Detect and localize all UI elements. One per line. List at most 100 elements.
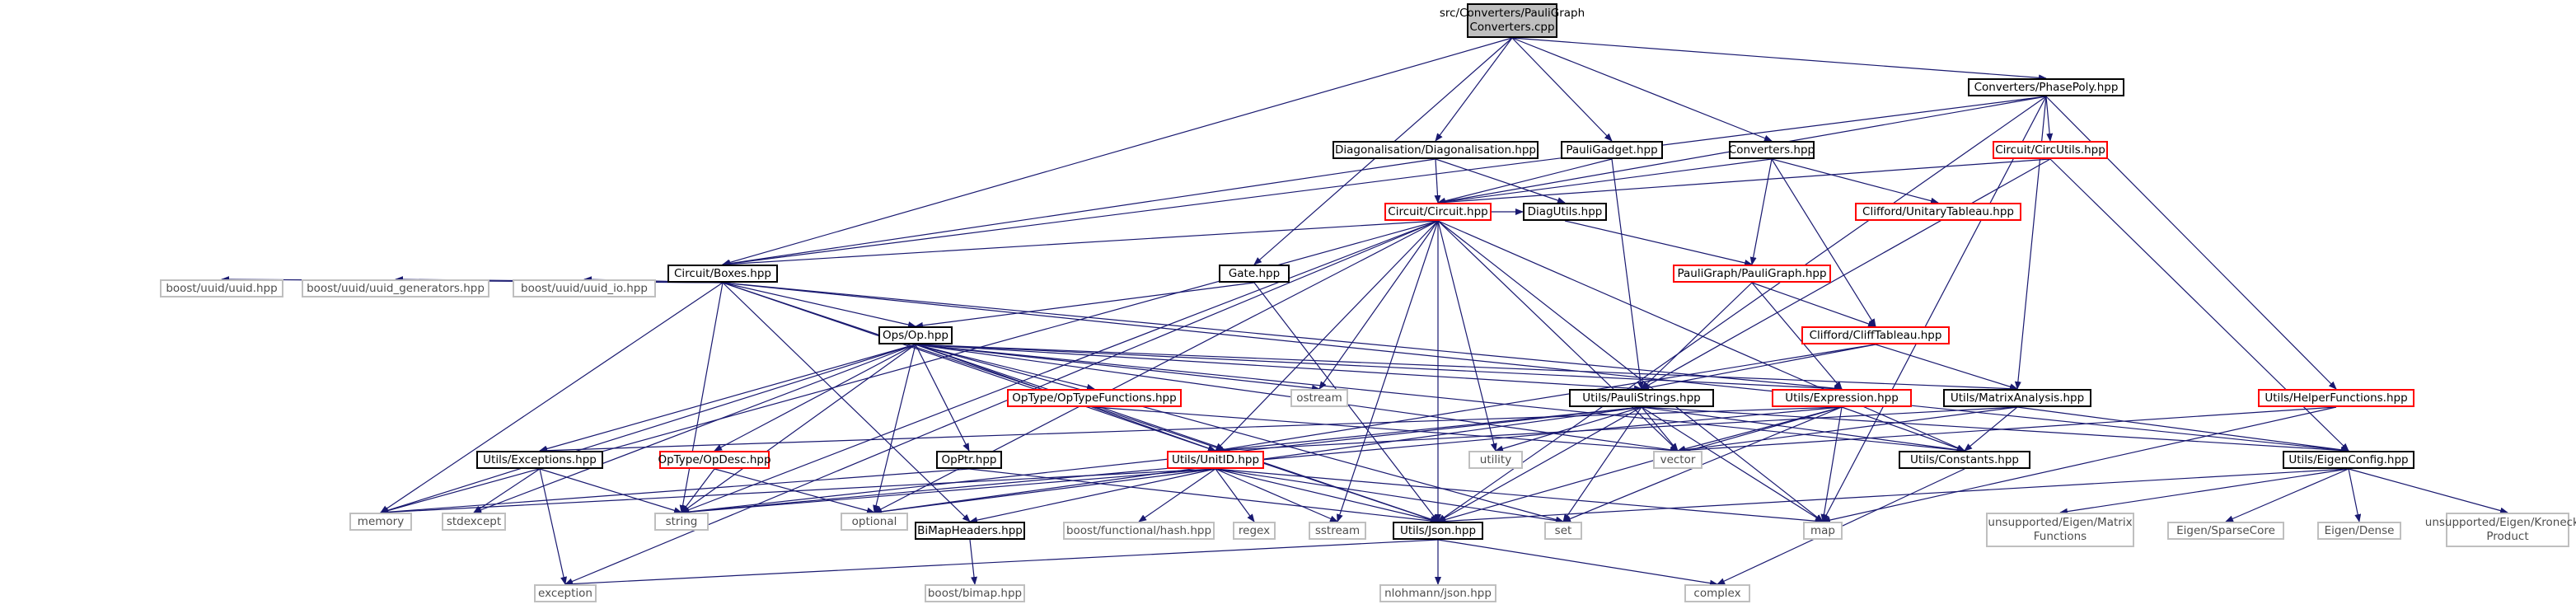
edge-boxes-to-expression: [722, 282, 1843, 392]
edge-converters-to-unitarytableau: [1771, 158, 1939, 204]
edge-circuit-to-exception: [564, 220, 1439, 585]
node-utility: utility: [1468, 451, 1523, 469]
node-boxes[interactable]: Circuit/Boxes.hpp: [667, 265, 778, 283]
node-label: vector: [1660, 452, 1696, 466]
edge-exceptions-to-string: [539, 468, 682, 514]
node-label: PauliGadget.hpp: [1566, 143, 1658, 157]
node-paulistrings[interactable]: Utils/PauliStrings.hpp: [1569, 389, 1714, 407]
node-label: Product: [2486, 530, 2529, 543]
edge-op-to-string: [681, 344, 916, 513]
edge-eigenconfig-to-dense: [2348, 468, 2362, 522]
node-label: Gate.hpp: [1228, 266, 1281, 280]
node-label: Clifford/CliffTableau.hpp: [1809, 328, 1942, 342]
edge-expression-to-constants: [1841, 406, 1965, 452]
edge-diagonalisation-to-diagutils: [1435, 158, 1566, 204]
edge-optypefunctions-to-vector: [1094, 406, 1679, 454]
node-op[interactable]: Ops/Op.hpp: [878, 326, 953, 344]
node-unitarytableau[interactable]: Clifford/UnitaryTableau.hpp: [1855, 203, 2021, 221]
edge-unitid-to-string: [681, 468, 1216, 516]
node-clifftableau[interactable]: Clifford/CliffTableau.hpp: [1801, 326, 1950, 344]
edge-unitid-to-regex: [1215, 468, 1255, 522]
node-json[interactable]: Utils/Json.hpp: [1393, 522, 1483, 540]
node-opptr[interactable]: OpPtr.hpp: [936, 451, 1002, 469]
edge-boxes-to-eigenconfig: [722, 282, 2349, 454]
node-label: PauliGraph/PauliGraph.hpp: [1677, 266, 1827, 280]
edge-expression-to-map: [1820, 406, 1843, 522]
node-converters[interactable]: Converters.hpp: [1729, 141, 1815, 159]
edge-op-to-opptr: [915, 344, 970, 452]
edge-json-to-complex: [1437, 539, 1718, 587]
node-label: utility: [1479, 452, 1512, 466]
node-opdesc[interactable]: OpType/OpDesc.hpp: [658, 451, 771, 469]
edge-bimapheaders-to-bimap: [969, 539, 977, 585]
node-label: Utils/Constants.hpp: [1910, 452, 2019, 466]
node-pauligadget[interactable]: PauliGadget.hpp: [1561, 141, 1663, 159]
node-bimap: boost/bimap.hpp: [925, 584, 1025, 602]
node-label: boost/bimap.hpp: [927, 586, 1023, 600]
node-diagutils[interactable]: DiagUtils.hpp: [1523, 203, 1607, 221]
node-circutils[interactable]: Circuit/CircUtils.hpp: [1993, 141, 2108, 159]
edge-exceptions-to-exception: [539, 468, 567, 585]
node-exceptions[interactable]: Utils/Exceptions.hpp: [476, 451, 603, 469]
node-map: map: [1803, 522, 1843, 540]
edge-op-to-constants: [915, 344, 1965, 454]
node-regex: regex: [1233, 522, 1276, 540]
node-optypefunctions[interactable]: OpType/OpTypeFunctions.hpp: [1007, 389, 1182, 407]
edge-paulistrings-to-json: [1437, 406, 1642, 522]
node-memory: memory: [349, 513, 412, 531]
node-gate[interactable]: Gate.hpp: [1219, 265, 1290, 283]
node-label: Converters.cpp: [1469, 21, 1555, 34]
edge-unitid-to-set: [1215, 468, 1564, 524]
node-label: Functions: [2033, 530, 2087, 543]
node-label: Utils/Exceptions.hpp: [483, 452, 597, 466]
edge-op-to-set: [915, 344, 1564, 523]
edge-paulistrings-to-constants: [1641, 406, 1965, 453]
node-phasepoly[interactable]: Converters/PhasePoly.hpp: [1968, 78, 2124, 96]
edge-expression-to-vector: [1677, 406, 1843, 452]
edge-op-to-matrixanalysis: [915, 344, 2018, 392]
node-eigenconfig[interactable]: Utils/EigenConfig.hpp: [2283, 451, 2414, 469]
node-nlohmann: nlohmann/json.hpp: [1379, 584, 1496, 602]
node-label: sstream: [1314, 523, 1361, 537]
node-unitid[interactable]: Utils/UnitID.hpp: [1167, 451, 1264, 469]
node-label: Utils/Expression.hpp: [1785, 391, 1899, 405]
edge-circuit-to-string: [681, 220, 1439, 513]
node-label: Utils/UnitID.hpp: [1171, 452, 1260, 466]
node-label: Utils/PauliStrings.hpp: [1582, 391, 1701, 405]
node-label: Utils/Json.hpp: [1399, 523, 1477, 537]
node-label: Circuit/Boxes.hpp: [673, 266, 771, 280]
node-label: Utils/MatrixAnalysis.hpp: [1950, 391, 2085, 405]
node-label: unsupported/Eigen/Kronecker: [2424, 516, 2576, 529]
edge-op-to-stdexcept: [473, 344, 916, 513]
node-helperfunctions[interactable]: Utils/HelperFunctions.hpp: [2258, 389, 2414, 407]
edge-expression-to-json: [1437, 406, 1843, 523]
node-label: complex: [1693, 586, 1741, 600]
edge-converters-to-circuit: [1437, 158, 1773, 205]
node-expression[interactable]: Utils/Expression.hpp: [1772, 389, 1912, 407]
edge-pauligraph-to-expression: [1751, 282, 1843, 390]
node-circuit[interactable]: Circuit/Circuit.hpp: [1384, 203, 1492, 221]
node-stdexcept: stdexcept: [442, 513, 506, 531]
edge-pauligraph-to-clifftableau: [1751, 282, 1876, 327]
edge-unitid-to-json: [1215, 468, 1439, 523]
edge-clifftableau-to-unitid: [1215, 344, 1876, 453]
node-pauligraph[interactable]: PauliGraph/PauliGraph.hpp: [1673, 265, 1831, 283]
edge-unitid-to-memory: [380, 468, 1216, 516]
edge-matrixanalysis-to-eigenconfig: [2016, 406, 2349, 453]
edge-unitid-to-boosthash: [1138, 468, 1216, 522]
node-matrixanalysis[interactable]: Utils/MatrixAnalysis.hpp: [1943, 389, 2091, 407]
edge-unitid-to-sstream: [1215, 468, 1338, 522]
node-diagonalisation[interactable]: Diagonalisation/Diagonalisation.hpp: [1332, 141, 1539, 159]
edge-pauligadget-to-circuit: [1437, 158, 1613, 204]
edge-op-to-paulistrings: [915, 344, 1642, 392]
node-bimapheaders[interactable]: BiMapHeaders.hpp: [915, 522, 1025, 540]
edge-phasepoly-to-circutils: [2045, 96, 2054, 142]
node-uuid: boost/uuid/uuid.hpp: [160, 279, 283, 297]
edge-root-to-pauligadget: [1511, 37, 1613, 142]
node-label: Eigen/Dense: [2324, 523, 2395, 537]
node-constants[interactable]: Utils/Constants.hpp: [1899, 451, 2030, 469]
node-label: Ops/Op.hpp: [883, 328, 948, 342]
edge-expression-to-set: [1562, 406, 1843, 522]
node-label: OpType/OpDesc.hpp: [658, 452, 771, 466]
edge-phasepoly-to-json: [1437, 96, 2047, 522]
